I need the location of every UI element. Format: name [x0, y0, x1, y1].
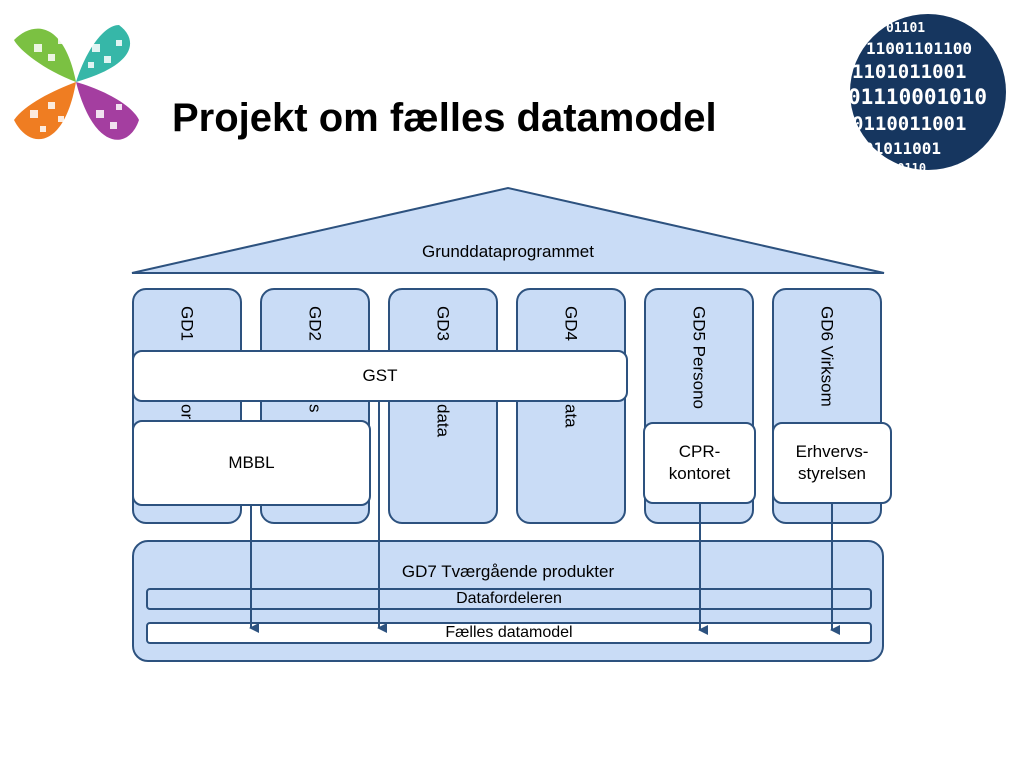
pillar-gd3-fragment: data: [433, 404, 453, 438]
cpr-kontoret-label: CPR- kontoret: [668, 441, 731, 483]
pillar-gd3: GD3: [388, 288, 498, 524]
svg-text:11001101100: 11001101100: [866, 39, 972, 58]
gd7-platform: GD7 Tværgående produkter Datafordeleren …: [132, 540, 884, 662]
mbbl-box: MBBL: [132, 420, 371, 506]
pillar-gd2-label: GD2: [305, 306, 325, 341]
gst-box: GST: [132, 350, 628, 402]
pillar-gd4-label: GD4: [561, 306, 581, 341]
svg-text:0110011001: 0110011001: [852, 113, 966, 135]
svg-text:1101011001: 1101011001: [852, 61, 966, 83]
pillar-gd2-fragment: s: [305, 404, 325, 413]
pillar-gd1-label: GD1: [177, 306, 197, 341]
svg-text:01110001010: 01110001010: [848, 85, 987, 109]
pillar-gd4-fragment: ata: [561, 404, 581, 428]
page-title: Projekt om fælles datamodel: [172, 96, 717, 140]
erhvervsstyrelsen-box: Erhvervs- styrelsen: [772, 422, 892, 504]
datafordeleren-bar: Datafordeleren: [146, 588, 872, 610]
gd7-label: GD7 Tværgående produkter: [401, 562, 615, 581]
erhvervsstyrelsen-label: Erhvervs- styrelsen: [795, 441, 869, 483]
pillar-gd3-label: GD3: [433, 306, 453, 341]
roof-label: Grunddataprogrammet: [422, 242, 594, 261]
gst-label: GST: [362, 365, 398, 385]
pillar-gd5-label: GD5 Persono: [689, 306, 709, 409]
grunddata-logo-icon: [4, 10, 154, 165]
pillar-gd1-fragment: or: [177, 404, 197, 420]
binary-globe-icon: 01101 11001101100 1101011001 01110001010…: [846, 8, 1010, 181]
svg-text:01011001: 01011001: [864, 139, 941, 158]
cpr-kontoret-box: CPR- kontoret: [643, 422, 756, 504]
svg-text:01101: 01101: [886, 21, 925, 36]
pillar-gd6-label: GD6 Virksom: [817, 306, 837, 407]
mbbl-label: MBBL: [228, 452, 275, 472]
svg-text:10110: 10110: [890, 161, 926, 175]
faelles-datamodel-bar: Fælles datamodel: [146, 622, 872, 644]
pillar-gd4: GD4: [516, 288, 626, 524]
